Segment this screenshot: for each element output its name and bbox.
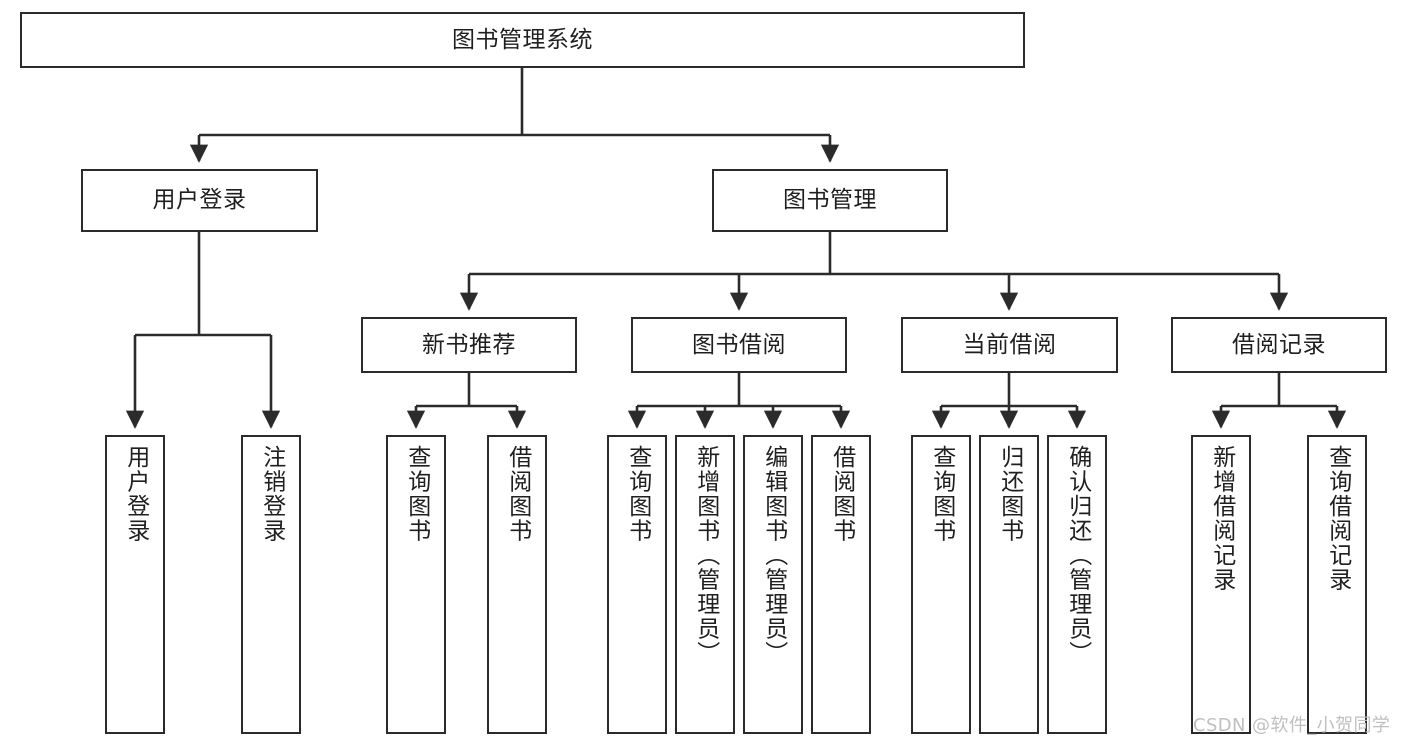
leaf-add-borrow-record[interactable]: 新增借阅记录 xyxy=(1191,435,1251,734)
node-label: 新书推荐 xyxy=(422,331,516,358)
node-label: 当前借阅 xyxy=(962,331,1057,358)
node-user-login[interactable]: 用户登录 xyxy=(81,169,318,232)
leaf-edit-book-admin[interactable]: 编辑图书（管理员） xyxy=(743,435,803,734)
node-label: 图书管理系统 xyxy=(452,26,593,53)
node-label: 查询图书 xyxy=(928,445,955,543)
leaf-confirm-return-admin[interactable]: 确认归还（管理员） xyxy=(1047,435,1107,734)
node-label: 新增借阅记录 xyxy=(1208,445,1235,592)
csdn-watermark: CSDN @软件_小贺同学 xyxy=(1193,715,1391,736)
node-root-book-management-system[interactable]: 图书管理系统 xyxy=(20,12,1025,68)
node-current-borrowing[interactable]: 当前借阅 xyxy=(901,317,1118,373)
node-label: 新增图书（管理员） xyxy=(692,445,719,666)
node-borrow-records[interactable]: 借阅记录 xyxy=(1171,317,1387,373)
node-label: 编辑图书（管理员） xyxy=(760,445,787,666)
leaf-query-books-borrow[interactable]: 查询图书 xyxy=(607,435,667,734)
node-label: 图书管理 xyxy=(783,187,877,214)
node-label: 图书借阅 xyxy=(692,331,786,358)
node-label: 用户登录 xyxy=(122,445,149,543)
node-label: 借阅图书 xyxy=(828,445,855,543)
leaf-borrow-books[interactable]: 借阅图书 xyxy=(811,435,871,734)
node-label: 确认归还（管理员） xyxy=(1064,445,1091,666)
node-label: 归还图书 xyxy=(996,445,1023,543)
leaf-return-books[interactable]: 归还图书 xyxy=(979,435,1039,734)
leaf-add-book-admin[interactable]: 新增图书（管理员） xyxy=(675,435,735,734)
leaf-borrow-books-new-book[interactable]: 借阅图书 xyxy=(487,435,547,734)
leaf-query-borrow-record[interactable]: 查询借阅记录 xyxy=(1307,435,1367,734)
leaf-query-books-new-book[interactable]: 查询图书 xyxy=(386,435,446,734)
node-new-book-recommendation[interactable]: 新书推荐 xyxy=(361,317,577,373)
leaf-user-login[interactable]: 用户登录 xyxy=(105,435,165,734)
node-label: 借阅记录 xyxy=(1232,331,1326,358)
node-label: 查询图书 xyxy=(624,445,651,543)
node-label: 查询图书 xyxy=(403,445,430,543)
node-book-management[interactable]: 图书管理 xyxy=(712,169,948,232)
node-label: 查询借阅记录 xyxy=(1324,445,1351,592)
leaf-query-books-current[interactable]: 查询图书 xyxy=(911,435,971,734)
leaf-logout[interactable]: 注销登录 xyxy=(241,435,301,734)
node-label: 用户登录 xyxy=(152,187,247,214)
node-book-borrowing[interactable]: 图书借阅 xyxy=(631,317,847,373)
node-label: 注销登录 xyxy=(258,445,285,543)
node-label: 借阅图书 xyxy=(504,445,531,543)
